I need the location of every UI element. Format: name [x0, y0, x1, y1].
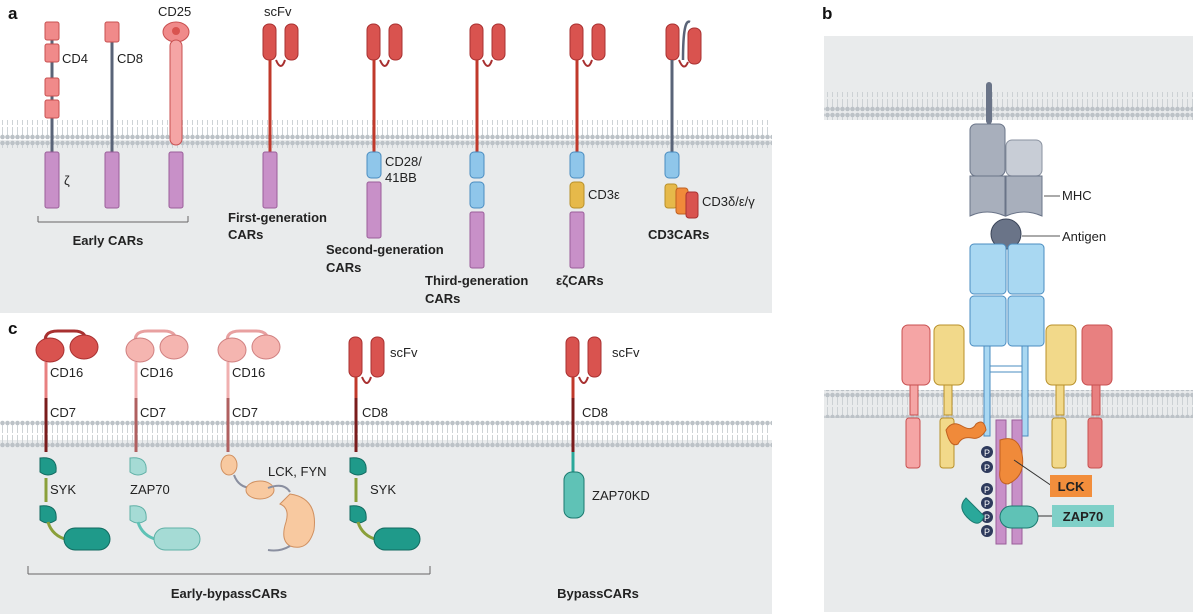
zap70-tag-label: ZAP70 [1063, 509, 1103, 524]
panel-c: c CD16 CD7 SYK CD16 [0, 319, 772, 614]
panel-a: a CD4 ζ CD8 CD25 Early CARs [0, 4, 772, 313]
cd4-receptor [44, 21, 60, 209]
panel-b-letter: b [822, 4, 832, 23]
scfv-label-c1: scFv [390, 345, 418, 360]
cd4-label: CD4 [62, 51, 88, 66]
cd7-label-2: CD7 [140, 405, 166, 420]
zap70-tag [1052, 505, 1114, 527]
cd16-label-1: CD16 [50, 365, 83, 380]
cd8-label: CD8 [117, 51, 143, 66]
first-gen-label-1: First-generation [228, 210, 327, 225]
cd7-label-1: CD7 [50, 405, 76, 420]
ez-car [569, 23, 606, 269]
lck-tag-label: LCK [1058, 479, 1085, 494]
first-gen-car [262, 23, 299, 209]
early-bypass-label: Early-bypassCARs [171, 586, 287, 601]
cd3deg-label: CD3δ/ε/γ [702, 194, 755, 209]
panel-a-membrane [0, 120, 772, 148]
costim-label-1: CD28/ [385, 154, 422, 169]
cd7-label-3: CD7 [232, 405, 258, 420]
cd16-label-2: CD16 [140, 365, 173, 380]
second-gen-car [366, 23, 403, 239]
svg-text:P: P [984, 499, 990, 509]
costim-label-2: 41BB [385, 170, 417, 185]
cd25-receptor [162, 21, 190, 209]
phospho-sites: P P P P P P [981, 446, 993, 537]
syk-label-2: SYK [370, 482, 396, 497]
first-gen-label-2: CARs [228, 227, 263, 242]
antigen-label: Antigen [1062, 229, 1106, 244]
cd8-label-c2: CD8 [582, 405, 608, 420]
bypass-label: BypassCARs [557, 586, 639, 601]
zeta-label: ζ [64, 173, 70, 188]
zap70-label-c: ZAP70 [130, 482, 170, 497]
cd8-receptor [104, 21, 120, 209]
zap70kd-label: ZAP70KD [592, 488, 650, 503]
cd3-subunits [901, 324, 1113, 469]
lck-fyn-label: LCK, FYN [268, 464, 327, 479]
panel-c-cytoplasm [0, 440, 772, 614]
cd3e-label: CD3ε [588, 187, 620, 202]
zap70-kinase [961, 497, 1039, 529]
panel-b-bottom-membrane [824, 390, 1193, 418]
bypass-car [563, 336, 602, 519]
panel-a-cytoplasm [0, 140, 772, 313]
scfv-cd8-syk-car [348, 336, 421, 551]
svg-text:P: P [984, 527, 990, 537]
lck-tag [1050, 475, 1092, 497]
second-gen-label-1: Second-generation [326, 242, 444, 257]
panel-c-letter: c [8, 319, 17, 338]
panel-b-top-membrane [824, 92, 1193, 120]
third-gen-car [469, 23, 506, 269]
cd16-cd7-zap70-car [125, 329, 201, 551]
panel-a-letter: a [8, 4, 18, 23]
svg-text:P: P [984, 463, 990, 473]
lck-kinase [945, 421, 1024, 485]
cd8-label-c1: CD8 [362, 405, 388, 420]
svg-text:P: P [984, 513, 990, 523]
syk-label-1: SYK [50, 482, 76, 497]
cd16-cd7-lck-car [217, 329, 315, 552]
mhc-molecule [969, 82, 1043, 217]
panel-c-membrane [0, 420, 772, 448]
cd3-car [664, 20, 702, 219]
second-gen-label-2: CARs [326, 260, 361, 275]
svg-text:P: P [984, 485, 990, 495]
panel-b: b MHC Antigen [822, 4, 1193, 612]
scfv-label-a: scFv [264, 4, 292, 19]
cd3-cars-label: CD3CARs [648, 227, 709, 242]
third-gen-label-1: Third-generation [425, 273, 528, 288]
ez-cars-label: εζCARs [556, 273, 604, 288]
early-cars-label: Early CARs [73, 233, 144, 248]
mhc-label: MHC [1062, 188, 1092, 203]
svg-text:P: P [984, 448, 990, 458]
cd16-cd7-syk-car [35, 329, 111, 551]
cd16-label-3: CD16 [232, 365, 265, 380]
third-gen-label-2: CARs [425, 291, 460, 306]
cd25-label: CD25 [158, 4, 191, 19]
scfv-label-c2: scFv [612, 345, 640, 360]
